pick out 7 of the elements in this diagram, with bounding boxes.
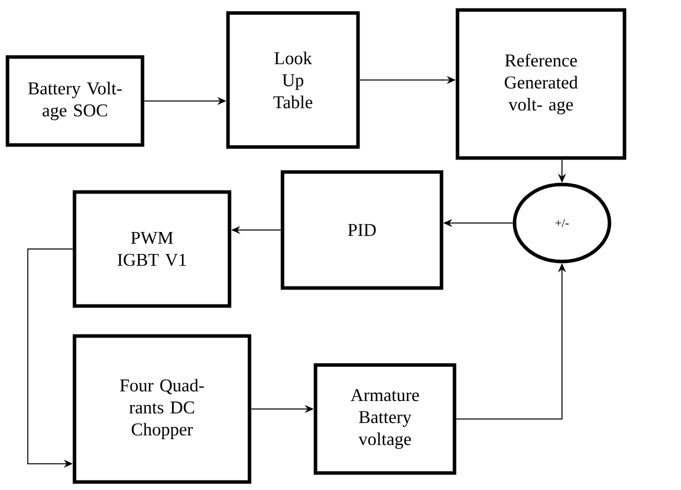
block-box: Reference Generated volt- age <box>456 8 626 160</box>
block-box: PID <box>280 170 444 290</box>
block-box: Four Quad- rants DC Chopper <box>72 334 252 484</box>
block-box: Battery Volt- age SOC <box>6 55 144 147</box>
block-box: Armature Battery voltage <box>314 363 456 475</box>
block-box: PWM IGBT V1 <box>72 190 232 308</box>
block-box: Look Up Table <box>226 11 360 149</box>
